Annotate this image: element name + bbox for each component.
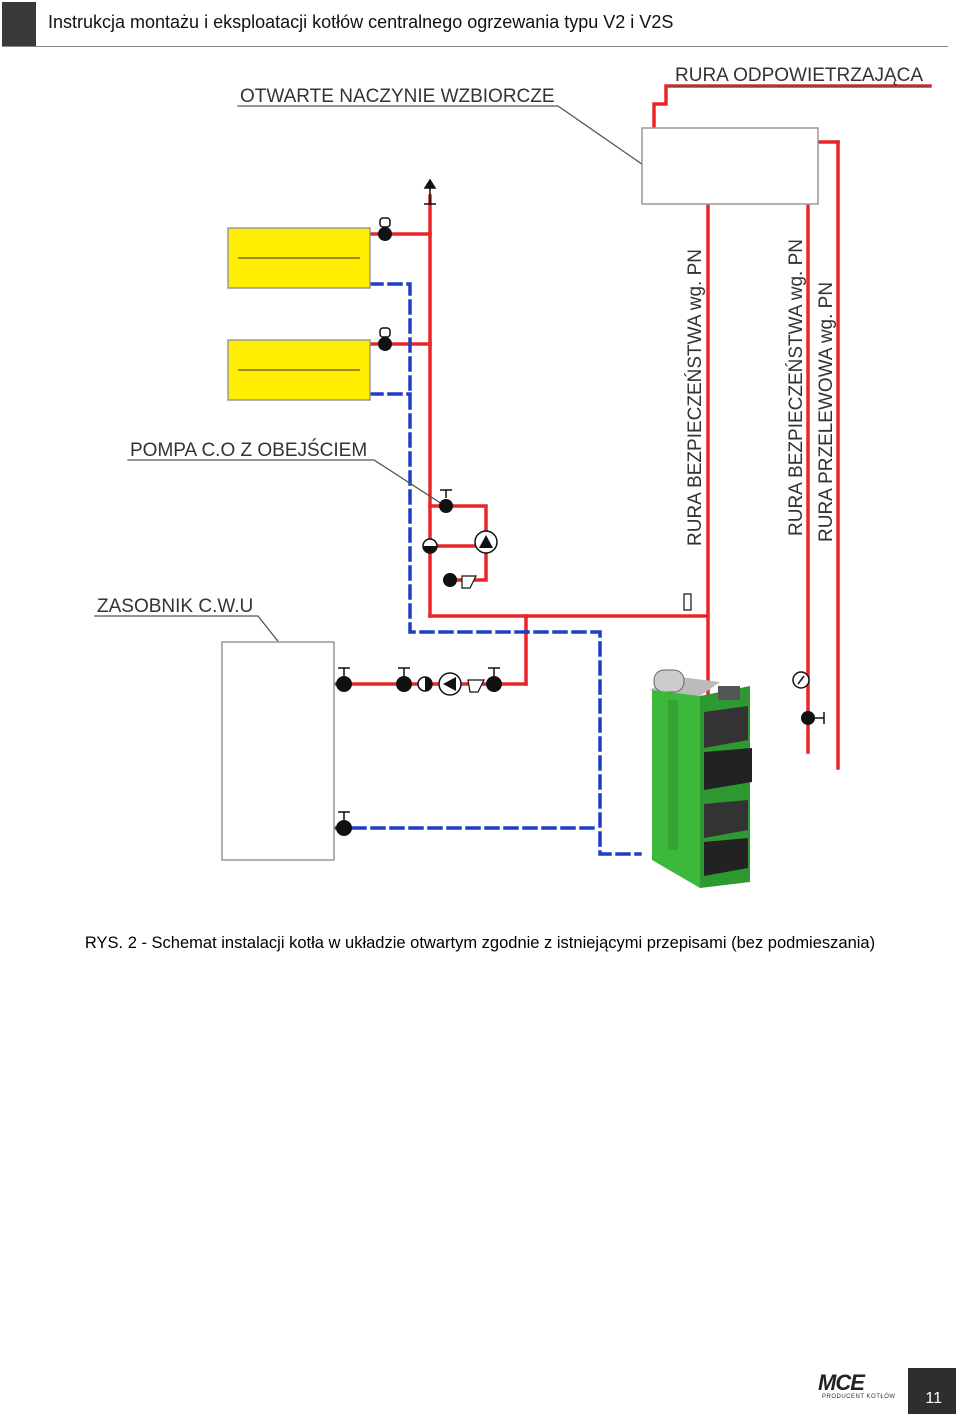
valves: [336, 227, 815, 836]
page-number: 11: [925, 1390, 942, 1407]
pumps: [438, 530, 498, 696]
header-rule: [2, 46, 948, 47]
page-number-box: 11: [908, 1368, 956, 1414]
supply-pipes: [332, 84, 932, 770]
figure-caption: RYS. 2 - Schemat instalacji kotła w ukła…: [84, 934, 876, 952]
label-safety-pipe-1: RURA BEZPIECZEŃSTWA wg. PN: [685, 249, 706, 546]
label-vent-pipe: RURA ODPOWIETRZAJĄCA: [675, 65, 923, 86]
header-block: [2, 2, 36, 46]
return-pipes: [332, 282, 642, 856]
mce-logo: MCE PRODUCENT KOTŁÓW: [818, 1370, 902, 1406]
expansion-vessel: [641, 127, 819, 205]
top-air-vent: [423, 178, 437, 205]
label-safety-pipe-2: RURA BEZPIECZEŃSTWA wg. PN: [786, 239, 807, 536]
air-vents: [379, 217, 391, 338]
dhw-tank: [221, 641, 335, 861]
thermometer: [683, 593, 692, 611]
label-overflow-pipe: RURA PRZELEWOWA wg. PN: [816, 282, 837, 542]
logo-text: MCE: [818, 1370, 865, 1395]
filters: [461, 575, 485, 693]
check-valves: [417, 538, 438, 692]
label-pump: POMPA C.O Z OBEJŚCIEM: [130, 439, 367, 461]
leader-lines: [94, 85, 931, 655]
document-header-title: Instrukcja montażu i eksploatacji kotłów…: [48, 12, 674, 32]
label-expansion-vessel: OTWARTE NACZYNIE WZBIORCZE: [240, 86, 555, 107]
installation-diagram: OTWARTE NACZYNIE WZBIORCZE RURA ODPOWIET…: [94, 65, 932, 888]
label-dhw-tank: ZASOBNIK C.W.U: [97, 596, 253, 617]
logo-subtitle: PRODUCENT KOTŁÓW: [822, 1394, 896, 1400]
boiler-image: [650, 669, 752, 888]
